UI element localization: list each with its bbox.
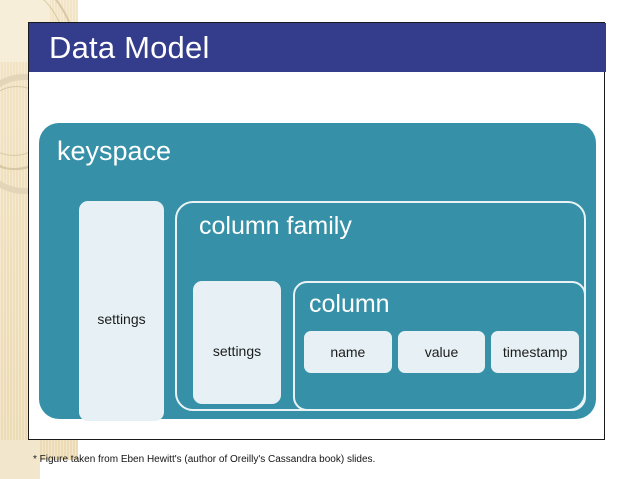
page-title: Data Model bbox=[49, 30, 210, 65]
column-family-label: column family bbox=[199, 212, 352, 240]
column-field-timestamp: timestamp bbox=[491, 331, 580, 373]
keyspace-label: keyspace bbox=[57, 136, 172, 166]
keyspace-settings-box: settings bbox=[79, 201, 164, 421]
column-field-name: name bbox=[304, 331, 392, 373]
decorative-background-footer bbox=[0, 440, 40, 479]
slide-canvas: Data Model keyspace settings column fami… bbox=[28, 22, 606, 440]
column-field-timestamp-label: timestamp bbox=[502, 344, 568, 360]
keyspace-container: keyspace settings column family settings… bbox=[39, 123, 596, 421]
column-field-value-label: value bbox=[424, 344, 459, 360]
column-field-value: value bbox=[397, 331, 486, 373]
column-label: column bbox=[309, 290, 390, 318]
column-field-name-label: name bbox=[330, 344, 366, 360]
column-family-container: column family settings column name value bbox=[175, 201, 586, 411]
column-container: column name value timestamp bbox=[293, 281, 586, 411]
keyspace-settings-label: settings bbox=[97, 311, 146, 327]
column-fields-row: name value timestamp bbox=[304, 331, 580, 373]
slide-title-bar: Data Model bbox=[29, 23, 606, 72]
slide-footnote: * Figure taken from Eben Hewitt's (autho… bbox=[33, 454, 376, 465]
column-family-settings-box: settings bbox=[193, 281, 281, 404]
column-family-settings-label: settings bbox=[212, 342, 262, 359]
